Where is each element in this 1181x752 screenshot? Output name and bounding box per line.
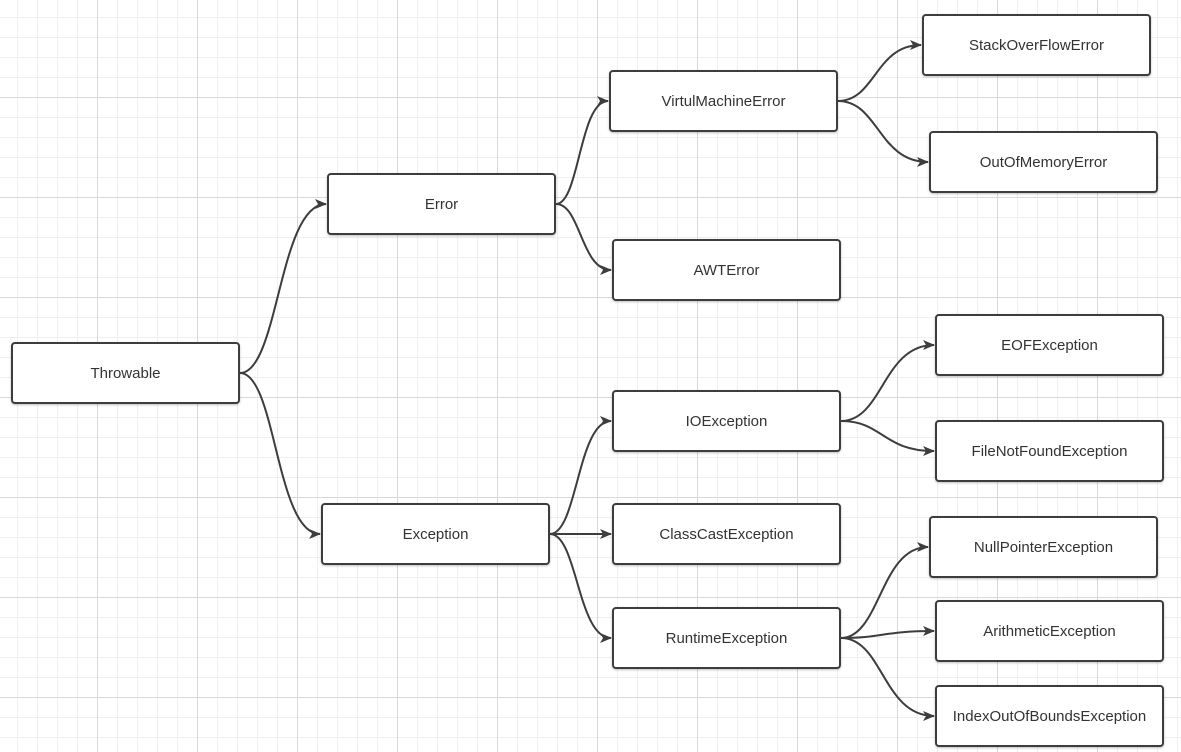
edge-io-exception-to-eof-exception — [840, 340, 935, 422]
node-null-pointer-exception[interactable]: NullPointerException — [929, 516, 1158, 578]
edge-runtime-exception-to-null-pointer-exception — [840, 542, 929, 639]
node-out-of-memory-error[interactable]: OutOfMemoryError — [929, 131, 1158, 193]
node-class-cast-exception[interactable]: ClassCastException — [612, 503, 841, 565]
node-label: VirtulMachineError — [661, 92, 786, 110]
node-label: IOException — [685, 412, 768, 430]
node-label: ArithmeticException — [983, 622, 1116, 640]
node-label: EOFException — [1001, 336, 1098, 354]
node-label: ClassCastException — [659, 525, 794, 543]
node-awt-error[interactable]: AWTError — [612, 239, 841, 301]
node-index-out-of-bounds-exception[interactable]: IndexOutOfBoundsException — [935, 685, 1164, 747]
node-label: RuntimeException — [665, 629, 788, 647]
edge-throwable-to-error — [239, 199, 327, 374]
edge-virtual-machine-error-to-out-of-memory-error — [837, 100, 929, 167]
edge-error-to-virtual-machine-error — [555, 96, 609, 205]
node-throwable[interactable]: Throwable — [11, 342, 240, 404]
node-label: Error — [424, 195, 459, 213]
node-label: NullPointerException — [973, 538, 1114, 556]
edge-throwable-to-exception — [239, 372, 321, 539]
edge-virtual-machine-error-to-stack-over-flow-error — [837, 40, 922, 102]
node-label: FileNotFoundException — [971, 442, 1128, 460]
node-virtual-machine-error[interactable]: VirtulMachineError — [609, 70, 838, 132]
node-label: Exception — [402, 525, 469, 543]
node-label: Throwable — [90, 364, 161, 382]
node-label: StackOverFlowError — [968, 36, 1105, 54]
edge-runtime-exception-to-index-out-of-bounds-exception — [840, 637, 935, 721]
edge-io-exception-to-file-not-found-exception — [840, 420, 935, 456]
edge-error-to-awt-error — [555, 203, 612, 275]
edge-runtime-exception-to-arithmetic-exception — [840, 626, 935, 639]
node-error[interactable]: Error — [327, 173, 556, 235]
node-label: OutOfMemoryError — [979, 153, 1108, 171]
node-label: IndexOutOfBoundsException — [952, 707, 1147, 725]
node-io-exception[interactable]: IOException — [612, 390, 841, 452]
node-stack-over-flow-error[interactable]: StackOverFlowError — [922, 14, 1151, 76]
node-label: AWTError — [693, 261, 760, 279]
node-eof-exception[interactable]: EOFException — [935, 314, 1164, 376]
edge-exception-to-io-exception — [549, 416, 612, 535]
node-arithmetic-exception[interactable]: ArithmeticException — [935, 600, 1164, 662]
edge-exception-to-runtime-exception — [549, 533, 612, 643]
node-runtime-exception[interactable]: RuntimeException — [612, 607, 841, 669]
node-exception[interactable]: Exception — [321, 503, 550, 565]
node-file-not-found-exception[interactable]: FileNotFoundException — [935, 420, 1164, 482]
